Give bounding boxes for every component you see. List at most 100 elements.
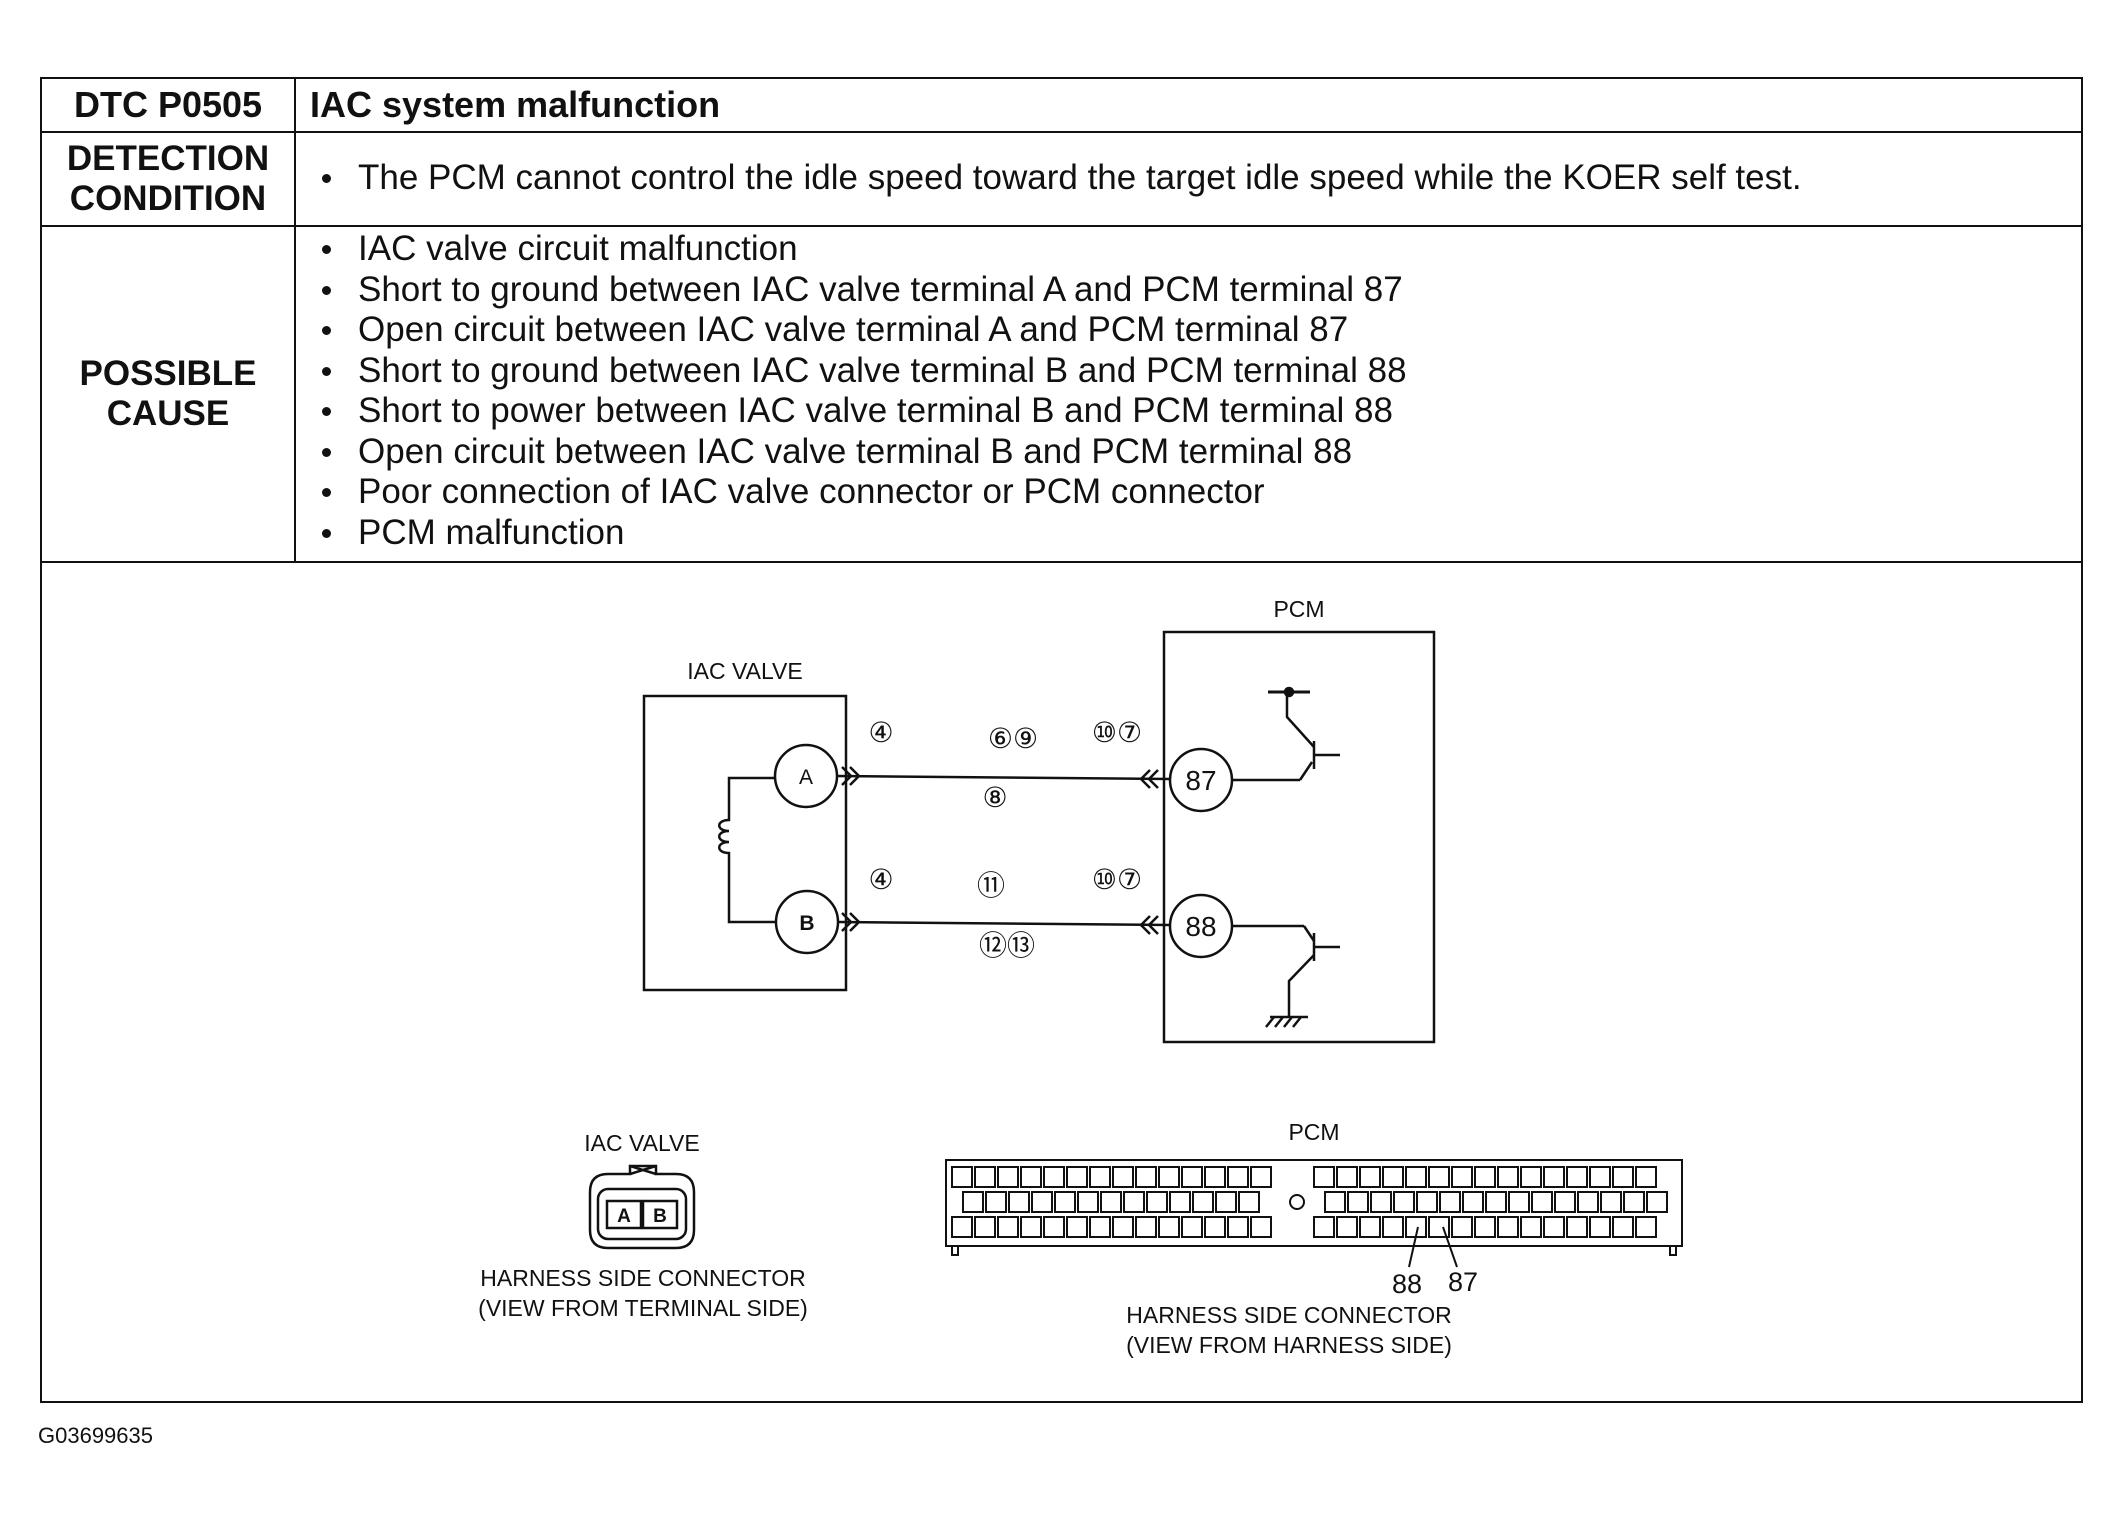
pcm-pin-cavity bbox=[1635, 1216, 1657, 1238]
pcm-pin-cavity bbox=[1146, 1191, 1168, 1213]
list-item: Open circuit between IAC valve terminal … bbox=[312, 310, 1407, 351]
pcm-pin-cavity bbox=[1112, 1216, 1134, 1238]
pcm-pin-cavity bbox=[1554, 1191, 1576, 1213]
ref-a-left: ④ bbox=[868, 717, 893, 748]
pcm-pin-cavity bbox=[1169, 1191, 1191, 1213]
terminal-b-label: B bbox=[799, 912, 814, 935]
pcm-pin-cavity bbox=[1043, 1216, 1065, 1238]
pcm-pin-cavity bbox=[951, 1166, 973, 1188]
pcm-pin-cavity bbox=[1543, 1216, 1565, 1238]
pcm-pin-cavity bbox=[962, 1191, 984, 1213]
pcm-pin-cavity bbox=[1313, 1216, 1335, 1238]
iac-connector-inner bbox=[596, 1187, 688, 1241]
possible-cause-list: IAC valve circuit malfunction Short to g… bbox=[312, 229, 1407, 553]
pcm-pin-cavity bbox=[1439, 1191, 1461, 1213]
list-item: The PCM cannot control the idle speed to… bbox=[312, 158, 1802, 199]
pcm-pin-cavity bbox=[1089, 1216, 1111, 1238]
pcm-pin-cavity bbox=[1008, 1191, 1030, 1213]
pcm-pin-cavity bbox=[1227, 1216, 1249, 1238]
pcm-pin-cavity bbox=[1543, 1166, 1565, 1188]
dtc-sheet: DTC P0505 IAC system malfunction DETECTI… bbox=[40, 77, 2083, 1403]
iac-connector-caption-1: HARNESS SIDE CONNECTOR bbox=[480, 1265, 805, 1291]
iac-connector-caption-2: (VIEW FROM TERMINAL SIDE) bbox=[478, 1295, 808, 1321]
pcm-pin-cavity bbox=[1566, 1216, 1588, 1238]
pcm-pin-cavity bbox=[1497, 1216, 1519, 1238]
detection-label-line1: DETECTION bbox=[66, 139, 270, 178]
pcm-pin-cavity bbox=[1646, 1191, 1668, 1213]
pcm-pin-cavity bbox=[1462, 1191, 1484, 1213]
pcm-pin-cavity bbox=[1066, 1166, 1088, 1188]
ref-b-mid-top: ⑪ bbox=[977, 870, 1005, 901]
terminal-87-label: 87 bbox=[1185, 765, 1216, 796]
pcm-pin-cavity bbox=[1589, 1166, 1611, 1188]
column-divider bbox=[294, 79, 296, 561]
pcm-pin-cavity bbox=[997, 1166, 1019, 1188]
pcm-pin-cavity bbox=[1508, 1191, 1530, 1213]
pcm-label: PCM bbox=[1273, 596, 1324, 622]
pcm-pin-cavity bbox=[1531, 1191, 1553, 1213]
transistor-icon bbox=[1287, 954, 1315, 1017]
pcm-pin-cavity bbox=[1612, 1166, 1634, 1188]
possible-label-line2: CAUSE bbox=[106, 394, 230, 433]
dtc-title: IAC system malfunction bbox=[310, 84, 721, 125]
iac-valve-label: IAC VALVE bbox=[687, 658, 802, 684]
pcm-pin-cavity bbox=[1451, 1166, 1473, 1188]
iac-pin-b-label: B bbox=[653, 1206, 667, 1227]
pcm-88-lead bbox=[1302, 925, 1316, 942]
pcm-pin-87-leader bbox=[1442, 1226, 1458, 1268]
pcm-pin-cavity bbox=[1370, 1191, 1392, 1213]
transistor-icon bbox=[1285, 694, 1315, 748]
possible-label-line1: POSSIBLE bbox=[79, 354, 257, 393]
ref-b-right: ⑩⑦ bbox=[1092, 864, 1142, 895]
pcm-pin-cavity bbox=[1566, 1166, 1588, 1188]
pcm-87-lead bbox=[1298, 761, 1314, 781]
pcm-pin-cavity bbox=[1158, 1216, 1180, 1238]
pcm-pin-cavity bbox=[1192, 1191, 1214, 1213]
ref-a-mid-top: ⑥⑨ bbox=[988, 723, 1038, 754]
pcm-pin-cavity bbox=[1451, 1216, 1473, 1238]
list-item: Open circuit between IAC valve terminal … bbox=[312, 432, 1407, 473]
pcm-pin-cavity bbox=[1635, 1166, 1657, 1188]
pcm-pin-cavity bbox=[1054, 1191, 1076, 1213]
terminal-88-label: 88 bbox=[1185, 911, 1216, 942]
pcm-pin-cavity bbox=[1416, 1191, 1438, 1213]
list-item: PCM malfunction bbox=[312, 513, 1407, 554]
coil-icon bbox=[718, 776, 775, 924]
pcm-pin-cavity bbox=[1359, 1166, 1381, 1188]
pcm-pin-cavity bbox=[1336, 1166, 1358, 1188]
pcm-pin-cavity bbox=[1250, 1166, 1272, 1188]
terminal-a-label: A bbox=[799, 766, 813, 789]
pcm-pin-cavity bbox=[1359, 1216, 1381, 1238]
chevron-left-icon bbox=[1139, 915, 1159, 935]
pcm-pin-cavity bbox=[1428, 1166, 1450, 1188]
pcm-pin-cavity bbox=[974, 1216, 996, 1238]
pcm-pin-cavity bbox=[1336, 1216, 1358, 1238]
pcm-pin-cavity bbox=[1238, 1191, 1260, 1213]
pcm-pin-cavity bbox=[1227, 1166, 1249, 1188]
pcm-pin-cavity bbox=[997, 1216, 1019, 1238]
pcm-pin-cavity bbox=[1405, 1166, 1427, 1188]
list-item: IAC valve circuit malfunction bbox=[312, 229, 1407, 270]
pcm-pin-88-leader bbox=[1408, 1226, 1419, 1268]
iac-pin-b-box bbox=[641, 1199, 679, 1230]
pcm-pin-cavity bbox=[1428, 1216, 1450, 1238]
detection-label-line2: CONDITION bbox=[69, 179, 267, 218]
pcm-pin-cavity bbox=[1623, 1191, 1645, 1213]
pcm-pin-87-label: 87 bbox=[1448, 1267, 1478, 1297]
list-item: Short to power between IAC valve termina… bbox=[312, 391, 1407, 432]
pcm-pin-cavity bbox=[1100, 1191, 1122, 1213]
pcm-pin-cavity bbox=[1600, 1191, 1622, 1213]
pcm-pin-cavity bbox=[1043, 1166, 1065, 1188]
pcm-pin-cavity bbox=[1485, 1191, 1507, 1213]
possible-cause-label: POSSIBLE CAUSE bbox=[42, 227, 294, 561]
pcm-pin-cavity bbox=[1393, 1191, 1415, 1213]
pcm-pin-cavity bbox=[1589, 1216, 1611, 1238]
chevron-right-icon bbox=[841, 912, 861, 932]
list-item: Short to ground between IAC valve termin… bbox=[312, 351, 1407, 392]
ref-a-right: ⑩⑦ bbox=[1092, 717, 1142, 748]
pcm-pin-cavity bbox=[1313, 1166, 1335, 1188]
pcm-pin-cavity bbox=[1204, 1166, 1226, 1188]
iac-pin-a-box bbox=[605, 1199, 643, 1230]
ref-a-mid-bottom: ⑧ bbox=[982, 782, 1007, 813]
pcm-pin-cavity bbox=[1066, 1216, 1088, 1238]
